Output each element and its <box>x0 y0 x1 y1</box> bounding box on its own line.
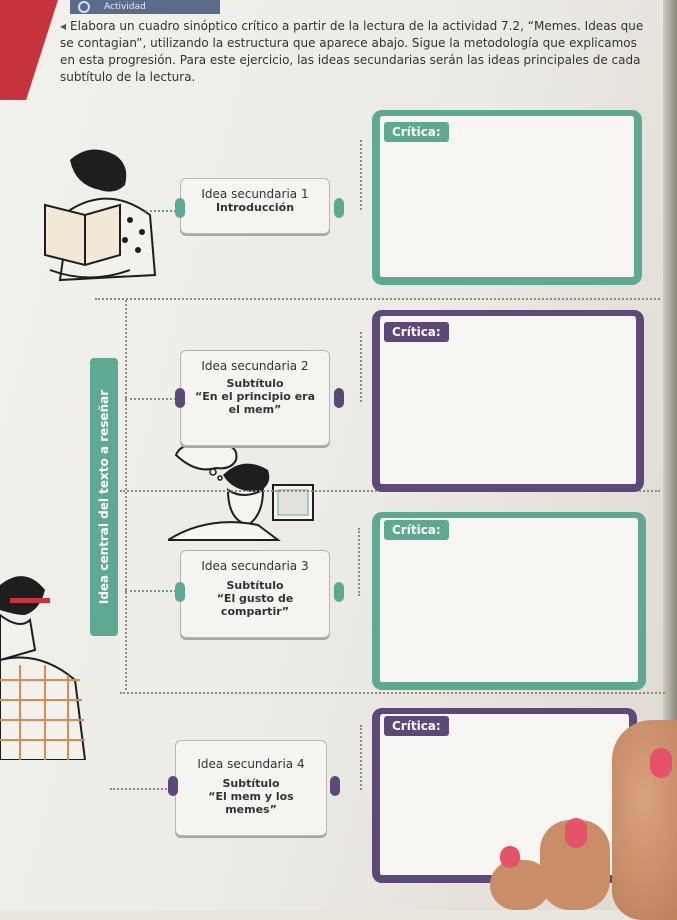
central-idea-label-wrap: Idea central del texto a reseñar <box>90 358 118 636</box>
man-illustration <box>0 576 87 760</box>
idea-3-dot-left <box>175 582 185 602</box>
connector-idea-2 <box>125 398 180 400</box>
idea-box-1: Idea secundaria 1 Introducción <box>180 178 330 234</box>
central-idea-bar <box>90 358 118 636</box>
idea-3-dot-right <box>334 582 344 602</box>
fingernail-1 <box>650 748 672 778</box>
idea-4-dot-left <box>168 776 178 796</box>
activity-tab-label: Actividad <box>104 2 146 12</box>
idea-2-subtitle: Subtítulo <box>226 377 284 390</box>
thinking-person-illustration <box>168 440 314 541</box>
instructions-paragraph: ◂Elabora un cuadro sinóptico crítico a p… <box>60 18 650 86</box>
idea-box-4: Idea secundaria 4 Subtítulo “El mem y lo… <box>175 740 327 836</box>
connector-critique-2 <box>360 332 362 402</box>
connector-critique-3 <box>358 528 360 596</box>
connector-critique-4 <box>360 725 362 790</box>
critique-box-3[interactable] <box>372 512 646 690</box>
critique-label-3: Crítica: <box>384 520 449 540</box>
idea-1-dot-right <box>334 198 344 218</box>
idea-2-quote: “En el principio era el mem” <box>195 390 315 416</box>
connector-critique-1 <box>360 140 362 210</box>
connector-idea-4 <box>110 788 170 790</box>
idea-2-dot-right <box>334 388 344 408</box>
idea-2-dot-left <box>175 388 185 408</box>
arrow-marker-icon: ◂ <box>60 19 67 33</box>
finger-2 <box>490 860 550 910</box>
search-icon <box>78 1 90 13</box>
idea-3-subtitle: Subtítulo <box>226 579 284 592</box>
idea-4-title: Idea secundaria 4 <box>197 757 305 771</box>
idea-4-dot-right <box>330 776 340 796</box>
connector-idea-1 <box>145 210 180 212</box>
fingernail-2 <box>565 818 587 848</box>
idea-2-title: Idea secundaria 2 <box>201 359 309 373</box>
critique-label-4: Crítica: <box>384 716 449 736</box>
idea-4-subtitle: Subtítulo <box>222 777 280 790</box>
activity-tab: Actividad <box>70 0 220 14</box>
instructions-text: Elabora un cuadro sinóptico crítico a pa… <box>60 19 644 84</box>
fingernail-3 <box>500 846 520 868</box>
idea-box-2: Idea secundaria 2 Subtítulo “En el princ… <box>180 350 330 446</box>
connector-idea-3 <box>125 590 180 592</box>
idea-3-title: Idea secundaria 3 <box>201 559 309 573</box>
idea-1-subtitle: Introducción <box>215 201 295 214</box>
idea-box-3: Idea secundaria 3 Subtítulo “El gusto de… <box>180 550 330 638</box>
idea-1-dot-left <box>175 198 185 218</box>
central-idea-label: Idea central del texto a reseñar <box>97 389 111 605</box>
critique-label-1: Crítica: <box>384 122 449 142</box>
separator-line-1 <box>95 298 660 300</box>
separator-line-3 <box>120 692 665 694</box>
critique-label-2: Crítica: <box>384 322 449 342</box>
idea-4-quote: “El mem y los memes” <box>208 790 294 816</box>
idea-3-quote: “El gusto de compartir” <box>216 592 294 618</box>
connector-vertical-left <box>125 300 127 690</box>
idea-1-title: Idea secundaria 1 <box>201 187 309 201</box>
reading-woman-illustration <box>44 149 157 282</box>
book-gutter <box>663 0 677 910</box>
